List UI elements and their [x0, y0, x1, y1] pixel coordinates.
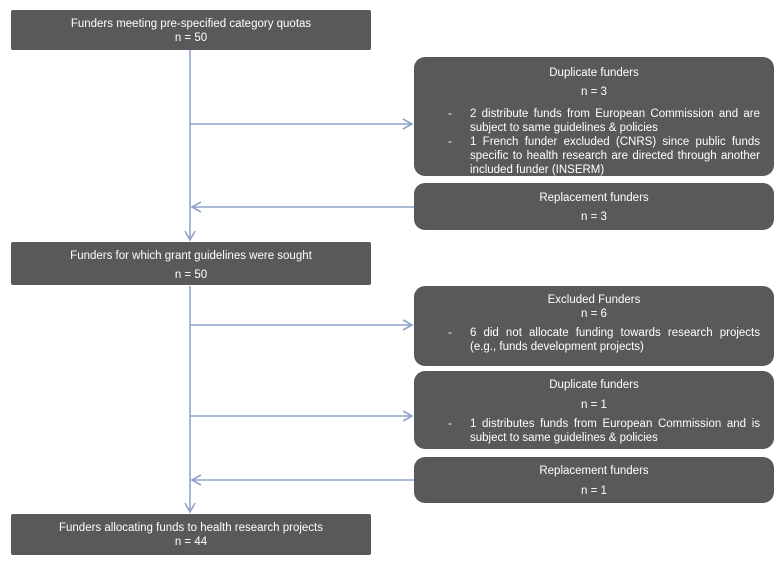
bullet-list: 1 distributes funds from European Commis… — [414, 417, 774, 445]
box-title: Replacement funders — [539, 465, 649, 477]
box-title: Duplicate funders — [549, 379, 639, 391]
box-title: Duplicate funders — [549, 67, 639, 79]
box-title: Funders allocating funds to health resea… — [58, 522, 323, 534]
box-replacement-funders-1: Replacement funders n = 3 — [414, 183, 774, 230]
box-count: n = 1 — [581, 485, 607, 497]
box-replacement-funders-2: Replacement funders n = 1 — [414, 457, 774, 503]
bullet-item: 1 French funder excluded (CNRS) since pu… — [414, 135, 774, 177]
box-funders-allocating-health-research: Funders allocating funds to health resea… — [11, 514, 371, 555]
box-excluded-funders: Excluded Funders n = 6 6 did not allocat… — [414, 286, 774, 366]
bullet-item: 2 distribute funds from European Commiss… — [414, 107, 774, 135]
box-count: n = 50 — [174, 269, 208, 281]
box-title: Funders for which grant guidelines were … — [70, 250, 312, 262]
box-duplicate-funders-2: Duplicate funders n = 1 1 distributes fu… — [414, 371, 774, 449]
box-count: n = 50 — [174, 32, 208, 44]
bullet-list: 6 did not allocate funding towards resea… — [414, 326, 774, 354]
box-funders-meeting-quotas: Funders meeting pre-specified category q… — [11, 10, 371, 50]
box-duplicate-funders-1: Duplicate funders n = 3 2 distribute fun… — [414, 57, 774, 176]
box-title: Excluded Funders — [547, 294, 641, 306]
box-title: Funders meeting pre-specified category q… — [70, 18, 312, 30]
bullet-list: 2 distribute funds from European Commiss… — [414, 107, 774, 177]
box-funders-guidelines-sought: Funders for which grant guidelines were … — [11, 242, 371, 285]
box-count: n = 44 — [174, 536, 208, 548]
bullet-item: 1 distributes funds from European Commis… — [414, 417, 774, 445]
box-title: Replacement funders — [539, 192, 649, 204]
box-count: n = 1 — [581, 399, 607, 411]
bullet-item: 6 did not allocate funding towards resea… — [414, 326, 774, 354]
box-count: n = 3 — [581, 211, 607, 223]
box-count: n = 3 — [581, 86, 607, 98]
box-count: n = 6 — [581, 308, 607, 320]
